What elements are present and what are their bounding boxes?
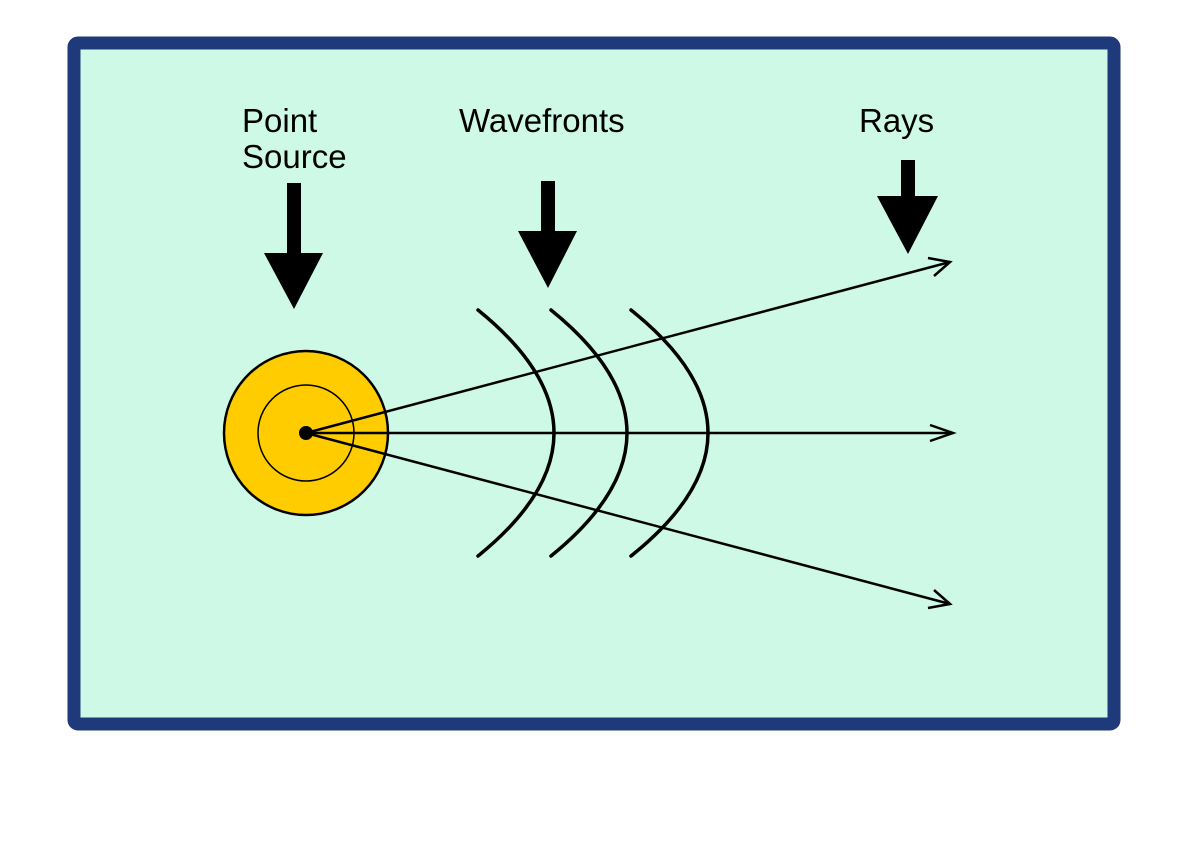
down-arrow-icon bbox=[877, 160, 938, 254]
point-source-label-line2: Source bbox=[242, 138, 347, 175]
ray-upper bbox=[305, 260, 951, 435]
wavefront-3 bbox=[629, 308, 710, 558]
point-source-label-line1: Point bbox=[242, 102, 318, 139]
wavefront-1 bbox=[476, 308, 556, 558]
wavefront-2 bbox=[549, 308, 629, 558]
arrowhead-icon bbox=[929, 423, 957, 443]
ray-lower bbox=[305, 431, 951, 606]
frame bbox=[67, 36, 1121, 731]
arrowhead-icon bbox=[927, 589, 953, 610]
down-arrow-icon bbox=[264, 183, 323, 309]
rays-label: Rays bbox=[859, 102, 935, 139]
wavefronts-label: Wavefronts bbox=[459, 102, 625, 139]
source-center-dot bbox=[299, 426, 313, 440]
point-source-label: Point Source bbox=[242, 103, 347, 175]
down-arrow-icon bbox=[518, 181, 577, 288]
arrowhead-icon bbox=[927, 256, 953, 277]
